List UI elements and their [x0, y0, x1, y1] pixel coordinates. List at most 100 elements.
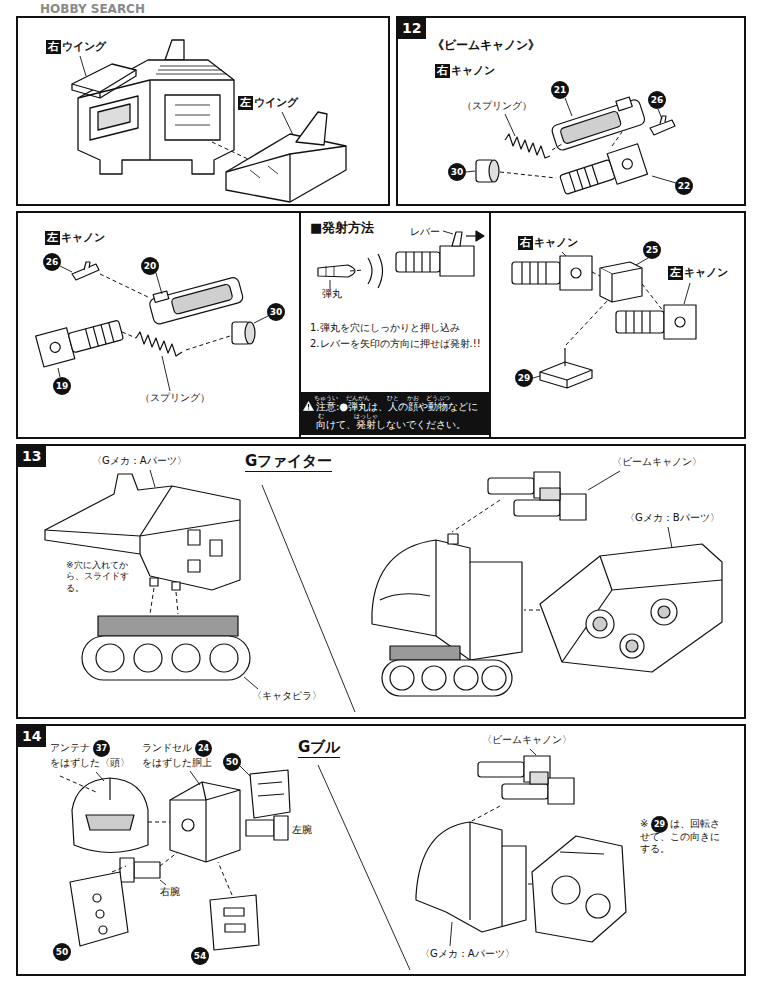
furigana: ちゅうい	[314, 395, 338, 401]
assembly-path	[60, 776, 96, 792]
callout-number: 19	[53, 377, 71, 395]
panel-frame	[17, 17, 745, 975]
side-mark: 左	[45, 231, 60, 245]
leader-line	[505, 114, 515, 136]
g-fighter-drawing	[540, 488, 560, 500]
panel-frame	[17, 17, 389, 205]
part-name: アンテナ	[50, 742, 90, 755]
cannon-parts-drawing	[85, 323, 113, 349]
cannon-assembly-drawing	[512, 262, 560, 284]
g-fighter-drawing	[658, 606, 670, 618]
g-fighter-drawing	[562, 556, 722, 662]
leader-line	[160, 880, 166, 885]
g-bull-drawing	[416, 822, 526, 932]
cannon-parts-drawing	[616, 97, 632, 111]
g-bull-drawing	[502, 784, 548, 799]
part-name: 〈ビームキャノン〉	[612, 456, 702, 469]
cannon-parts-drawing	[136, 332, 182, 356]
part-name: 右腕	[160, 886, 180, 899]
leader-line	[58, 368, 60, 377]
warning-icon	[308, 404, 309, 409]
side-mark: 右	[46, 40, 61, 54]
callout-number: 25	[643, 241, 661, 259]
firing-method-drawing	[326, 266, 334, 276]
firing-method-drawing	[318, 231, 484, 288]
cannon-parts-drawing	[607, 144, 647, 184]
assembly-path	[148, 822, 170, 823]
g-bull-drawing	[224, 908, 244, 916]
g-bull-drawing	[170, 782, 240, 862]
g-fighter-drawing	[514, 500, 560, 516]
cannon-assembly-drawing	[540, 370, 592, 388]
callout-number: 29	[515, 369, 533, 387]
g-bull-drawing	[246, 820, 274, 836]
callout-number-text: 26	[651, 96, 664, 105]
assembly-path	[552, 144, 562, 150]
g-fighter-drawing	[150, 578, 158, 586]
leader-line	[244, 677, 258, 689]
cannon-parts-drawing	[558, 144, 648, 200]
g-fighter-drawing	[488, 478, 534, 494]
callout-number-text: 26	[46, 258, 59, 267]
step-number: 12	[397, 17, 426, 39]
g-fighter-drawing	[620, 634, 644, 658]
g-bull-drawing	[134, 862, 160, 878]
leader-line	[533, 376, 540, 378]
cannon-parts-drawing	[36, 95, 675, 367]
assembly-path	[112, 866, 126, 872]
note-text: ※	[640, 818, 648, 831]
g-fighter-drawing	[45, 472, 722, 696]
wing-unit-drawing	[165, 95, 220, 140]
leader-line	[254, 316, 268, 323]
cannon-parts-drawing	[84, 262, 90, 270]
step-number-text: 14	[22, 728, 41, 744]
g-bull-drawing	[170, 782, 240, 862]
wing-unit-drawing	[72, 70, 136, 98]
callout-number: 54	[191, 947, 209, 965]
part-name: 〈キャタピラ〉	[252, 690, 322, 703]
watermark: HOBBY SEARCH	[40, 2, 145, 17]
leader-line	[466, 171, 475, 172]
assembly-path	[566, 300, 608, 345]
g-bull-drawing	[250, 770, 290, 818]
cannon-parts-drawing	[560, 159, 616, 194]
callout-number: 20	[141, 257, 159, 275]
section-divider	[262, 485, 410, 970]
g-fighter-drawing	[82, 636, 250, 680]
g-bull-drawing	[120, 858, 134, 882]
g-fighter-drawing	[586, 610, 614, 638]
step-number-text: 13	[22, 448, 41, 464]
section-title: ■発射方法	[310, 220, 374, 236]
g-fighter-drawing	[372, 540, 522, 660]
callout-number: 50	[223, 753, 241, 771]
part-name: キャノン	[61, 231, 105, 245]
section-divider	[262, 485, 355, 712]
callout-number: 37	[93, 740, 110, 757]
g-bull-drawing	[274, 816, 288, 840]
cannon-parts-drawing	[153, 291, 169, 302]
callout-number-text: 24	[198, 745, 209, 753]
cannon-parts-drawing	[549, 95, 646, 152]
g-fighter-drawing	[390, 646, 460, 660]
part-name: （スプリング）	[140, 392, 210, 405]
cannon-parts-drawing	[560, 111, 622, 145]
g-fighter-drawing	[390, 666, 414, 690]
callout-number: 29	[651, 816, 668, 833]
g-bull-drawing	[258, 782, 284, 796]
callout-number-text: 22	[678, 182, 691, 191]
g-fighter-drawing	[96, 644, 124, 672]
assembly-path	[160, 852, 178, 866]
wing-unit-drawing	[226, 134, 346, 202]
cannon-assembly-drawing	[512, 256, 696, 388]
cannon-assembly-drawing	[664, 305, 696, 339]
part-name: キャノン	[451, 64, 495, 78]
furigana: ひと	[387, 395, 399, 401]
g-fighter-drawing	[422, 666, 446, 690]
side-mark-text: 右	[48, 40, 59, 53]
g-bull-drawing	[210, 895, 259, 950]
g-bull-drawing	[225, 924, 245, 932]
callout-number-text: 50	[56, 948, 69, 957]
cannon-parts-drawing	[505, 134, 550, 158]
assembly-path	[100, 274, 150, 298]
cannon-parts-drawing	[569, 165, 598, 191]
